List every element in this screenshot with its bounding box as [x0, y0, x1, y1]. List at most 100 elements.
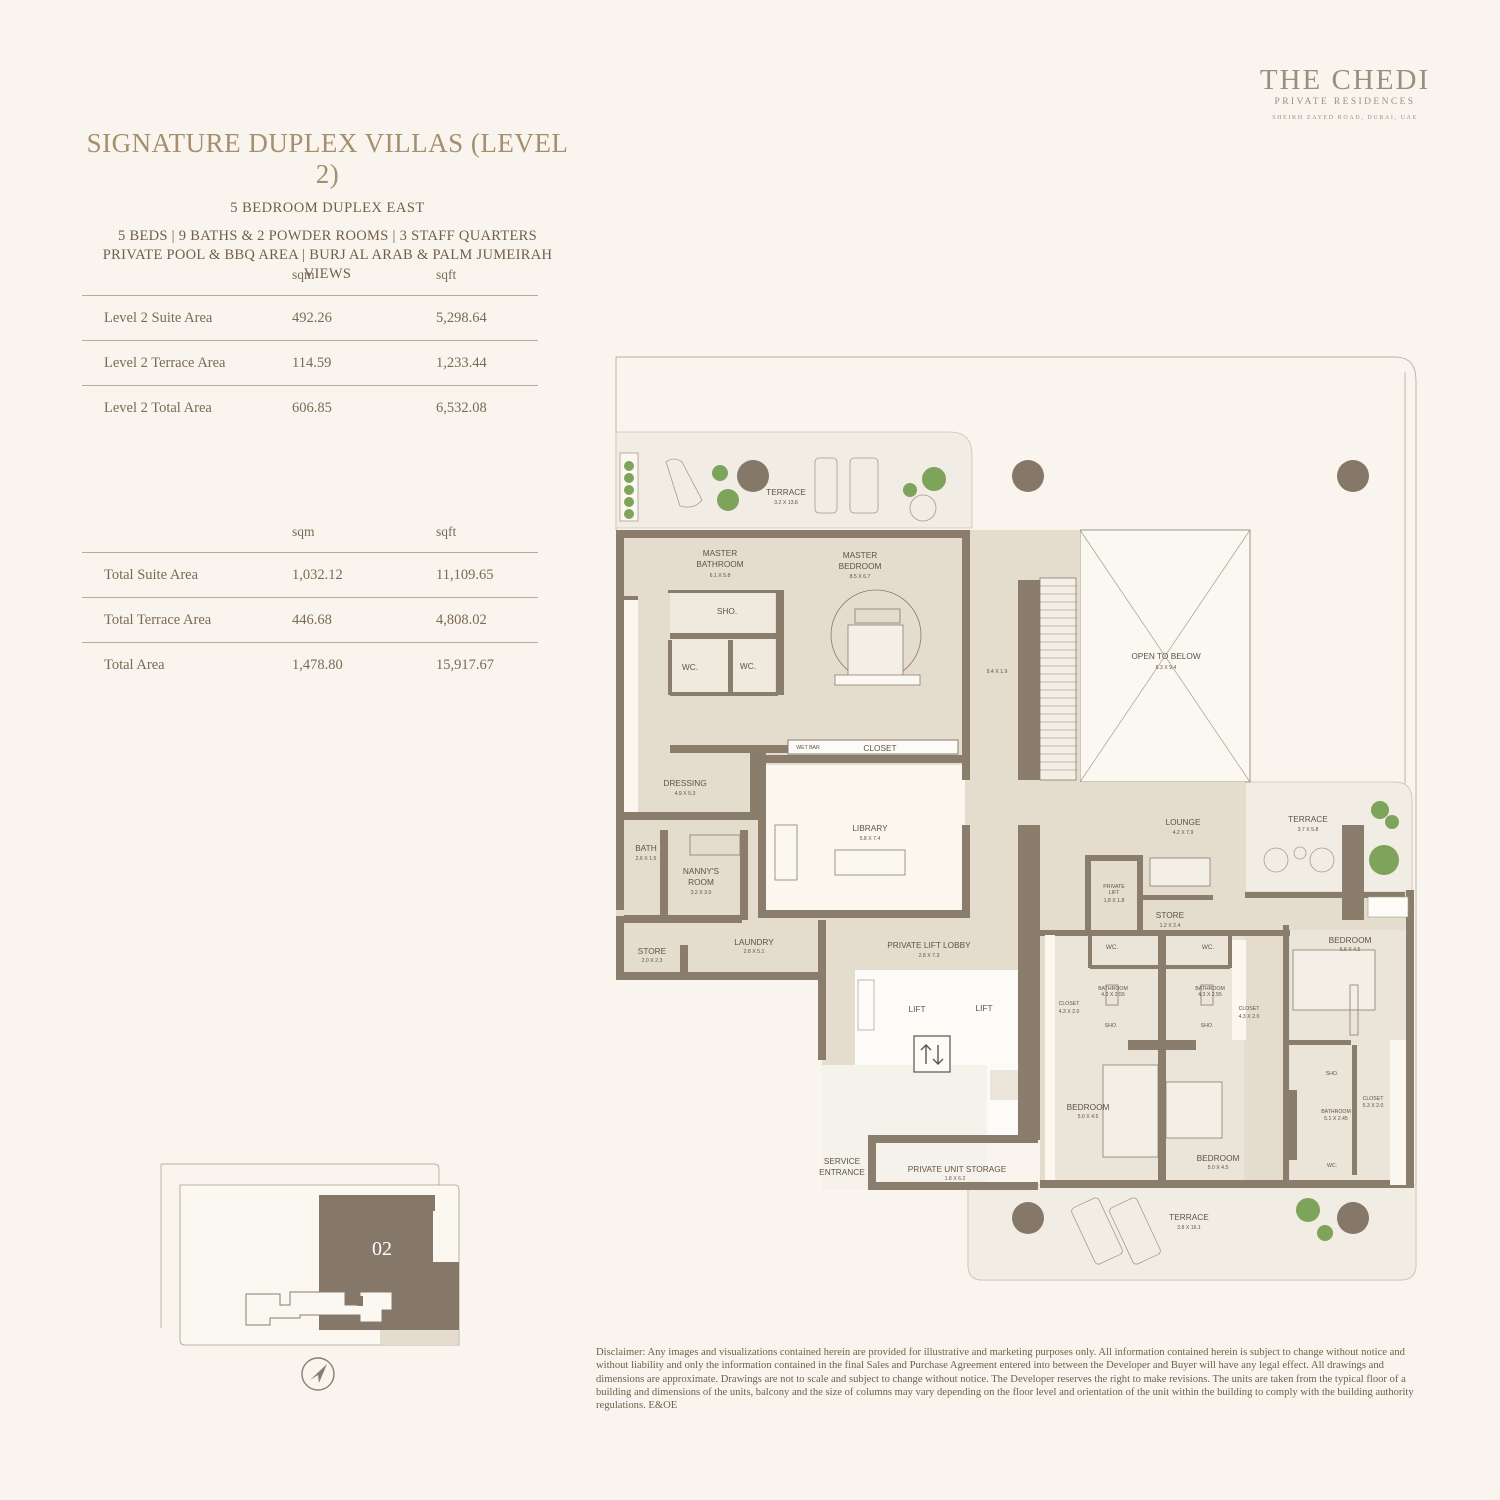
label-master-bathroom-1: MASTER — [703, 548, 738, 558]
label-library: LIBRARY — [852, 823, 888, 833]
label-store-left: STORE — [638, 946, 667, 956]
dim-lounge: 4.2 X 7.9 — [1173, 830, 1194, 836]
label-wc-br: WC. — [1327, 1163, 1337, 1169]
label-service-entrance-2: ENTRANCE — [819, 1167, 865, 1177]
library-floor — [765, 765, 965, 915]
label-bathroom-b1: BATHROOM — [1098, 986, 1128, 992]
dim-terrace-top: 3.2 X 13.8 — [774, 500, 798, 506]
label-lift-1: LIFT — [908, 1004, 925, 1014]
header-sqft: sqft — [436, 267, 457, 282]
label-master-bedroom-2: BEDROOM — [839, 561, 882, 571]
staircase — [1039, 577, 1077, 781]
dim-private-unit-storage: 1.8 X 6.2 — [945, 1176, 966, 1182]
dim-open-to-below: 6.3 X 9.4 — [1156, 665, 1177, 671]
label-store-mid: STORE — [1156, 910, 1185, 920]
label-bath: BATH — [635, 843, 657, 853]
label-sho-br: SHO. — [1326, 1071, 1339, 1077]
row-sqft: 15,917.67 — [436, 657, 494, 673]
dim-library: 5.8 X 7.4 — [860, 836, 881, 842]
label-bedroom-b1: BEDROOM — [1067, 1102, 1110, 1112]
row-sqft: 1,233.44 — [436, 355, 487, 371]
dim-bedroom-b1: 5.0 X 4.5 — [1078, 1114, 1099, 1120]
terrace-right — [1244, 781, 1413, 893]
compass-north-icon — [301, 1357, 335, 1391]
label-open-to-below: OPEN TO BELOW — [1131, 651, 1200, 661]
row-label: Level 2 Terrace Area — [104, 355, 226, 371]
row-sqft: 6,532.08 — [436, 400, 487, 416]
label-terrace-right: TERRACE — [1288, 814, 1328, 824]
row-sqm: 1,478.80 — [292, 657, 343, 673]
dim-terrace-right: 3.7 X 5.8 — [1298, 827, 1319, 833]
row-label: Level 2 Suite Area — [104, 310, 213, 326]
features-line-1: 5 BEDS | 9 BATHS & 2 POWDER ROOMS | 3 ST… — [118, 228, 537, 244]
table-row: Level 2 Terrace Area 114.59 1,233.44 — [82, 341, 538, 386]
dim-closet-br: 5.3 X 2.0 — [1363, 1103, 1384, 1109]
dim-bathroom-b2: 4.3 X 2.55 — [1198, 992, 1222, 998]
label-wc-master-1: WC. — [682, 662, 698, 672]
columns — [737, 460, 1369, 1234]
label-closet-b2: CLOSET — [1239, 1006, 1261, 1012]
row-sqm: 606.85 — [292, 400, 332, 416]
row-label: Total Suite Area — [104, 567, 199, 583]
page-subtitle: 5 BEDROOM DUPLEX EAST — [230, 200, 425, 216]
row-sqm: 446.68 — [292, 612, 332, 628]
dim-closet-b1: 4.3 X 2.0 — [1059, 1009, 1080, 1015]
row-sqm: 114.59 — [292, 355, 332, 371]
label-terrace-bottom: TERRACE — [1169, 1212, 1209, 1222]
dim-bath: 2.6 X 1.5 — [636, 856, 657, 862]
dim-corridor: 9.4 X 1.9 — [987, 669, 1008, 675]
table-row: Total Terrace Area 446.68 4,808.02 — [82, 598, 538, 643]
label-lift-2: LIFT — [975, 1003, 992, 1013]
row-sqft: 5,298.64 — [436, 310, 487, 326]
label-bedroom-b2: BEDROOM — [1197, 1153, 1240, 1163]
dim-store-mid: 1.2 X 2.4 — [1160, 923, 1181, 929]
label-sho-b1: SHO. — [1105, 1023, 1118, 1029]
header-sqm: sqm — [292, 267, 315, 282]
label-wc-master-2: WC. — [740, 661, 756, 671]
label-private-lift-lobby: PRIVATE LIFT LOBBY — [887, 940, 971, 950]
brand-logo: THE CHEDI PRIVATE RESIDENCES SHEIKH ZAYE… — [1240, 64, 1450, 121]
label-sho-b2: SHO. — [1201, 1023, 1214, 1029]
disclaimer-text: Disclaimer: Any images and visualization… — [596, 1347, 1414, 1412]
label-master-bathroom-2: BATHROOM — [696, 559, 743, 569]
table-row: Level 2 Total Area 606.85 6,532.08 — [82, 386, 538, 430]
dim-bedroom-right: 5.6 X 4.5 — [1340, 947, 1361, 953]
page-heading: SIGNATURE DUPLEX VILLAS (LEVEL 2) 5 BEDR… — [80, 128, 575, 284]
label-dressing: DRESSING — [663, 778, 706, 788]
table-header: sqm sqft — [82, 257, 538, 296]
dim-terrace-bottom: 3.8 X 16.1 — [1177, 1225, 1201, 1231]
label-private-unit-storage: PRIVATE UNIT STORAGE — [908, 1164, 1007, 1174]
plants — [624, 461, 1399, 1241]
header-sqft: sqft — [436, 524, 457, 539]
label-closet-br: CLOSET — [1363, 1096, 1385, 1102]
table-header: sqm sqft — [82, 514, 538, 553]
label-private-lift-2: LIFT — [1109, 890, 1120, 896]
brand-address: SHEIKH ZAYED ROAD, DUBAI, UAE — [1272, 115, 1418, 121]
label-bedroom-right: BEDROOM — [1329, 935, 1372, 945]
total-area-table: sqm sqft Total Suite Area 1,032.12 11,10… — [82, 514, 538, 687]
label-closet-b1: CLOSET — [1059, 1001, 1081, 1007]
row-label: Total Area — [104, 657, 165, 673]
label-bathroom-br: BATHROOM — [1321, 1109, 1351, 1115]
lift-arrows-icon — [913, 1035, 951, 1073]
table-row: Level 2 Suite Area 492.26 5,298.64 — [82, 296, 538, 341]
label-lounge: LOUNGE — [1165, 817, 1201, 827]
label-closet-master: CLOSET — [863, 743, 896, 753]
dim-nannys-room: 3.2 X 3.0 — [691, 890, 712, 896]
row-label: Level 2 Total Area — [104, 400, 212, 416]
dim-bathroom-br: 5.1 X 2.45 — [1324, 1116, 1348, 1122]
key-plan: 02 — [160, 1163, 460, 1391]
label-wc-b1: WC. — [1106, 944, 1118, 951]
label-bathroom-b2: BATHROOM — [1195, 986, 1225, 992]
floor-plan: TERRACE 3.2 X 13.8 MASTER BATHROOM 6.1 X… — [615, 356, 1417, 1281]
dim-private-lift: 1.8 X 1.8 — [1104, 898, 1125, 904]
features-line-2: PRIVATE POOL & BBQ AREA | BURJ AL ARAB &… — [102, 247, 553, 282]
label-private-lift-1: PRIVATE — [1103, 884, 1125, 890]
label-master-bedroom-1: MASTER — [843, 550, 878, 560]
table-row: Total Suite Area 1,032.12 11,109.65 — [82, 553, 538, 598]
label-nannys-room-2: ROOM — [688, 877, 714, 887]
label-service-entrance-1: SERVICE — [824, 1156, 861, 1166]
label-laundry: LAUNDRY — [734, 937, 774, 947]
row-sqft: 11,109.65 — [436, 567, 494, 583]
terrace-top — [615, 431, 973, 529]
